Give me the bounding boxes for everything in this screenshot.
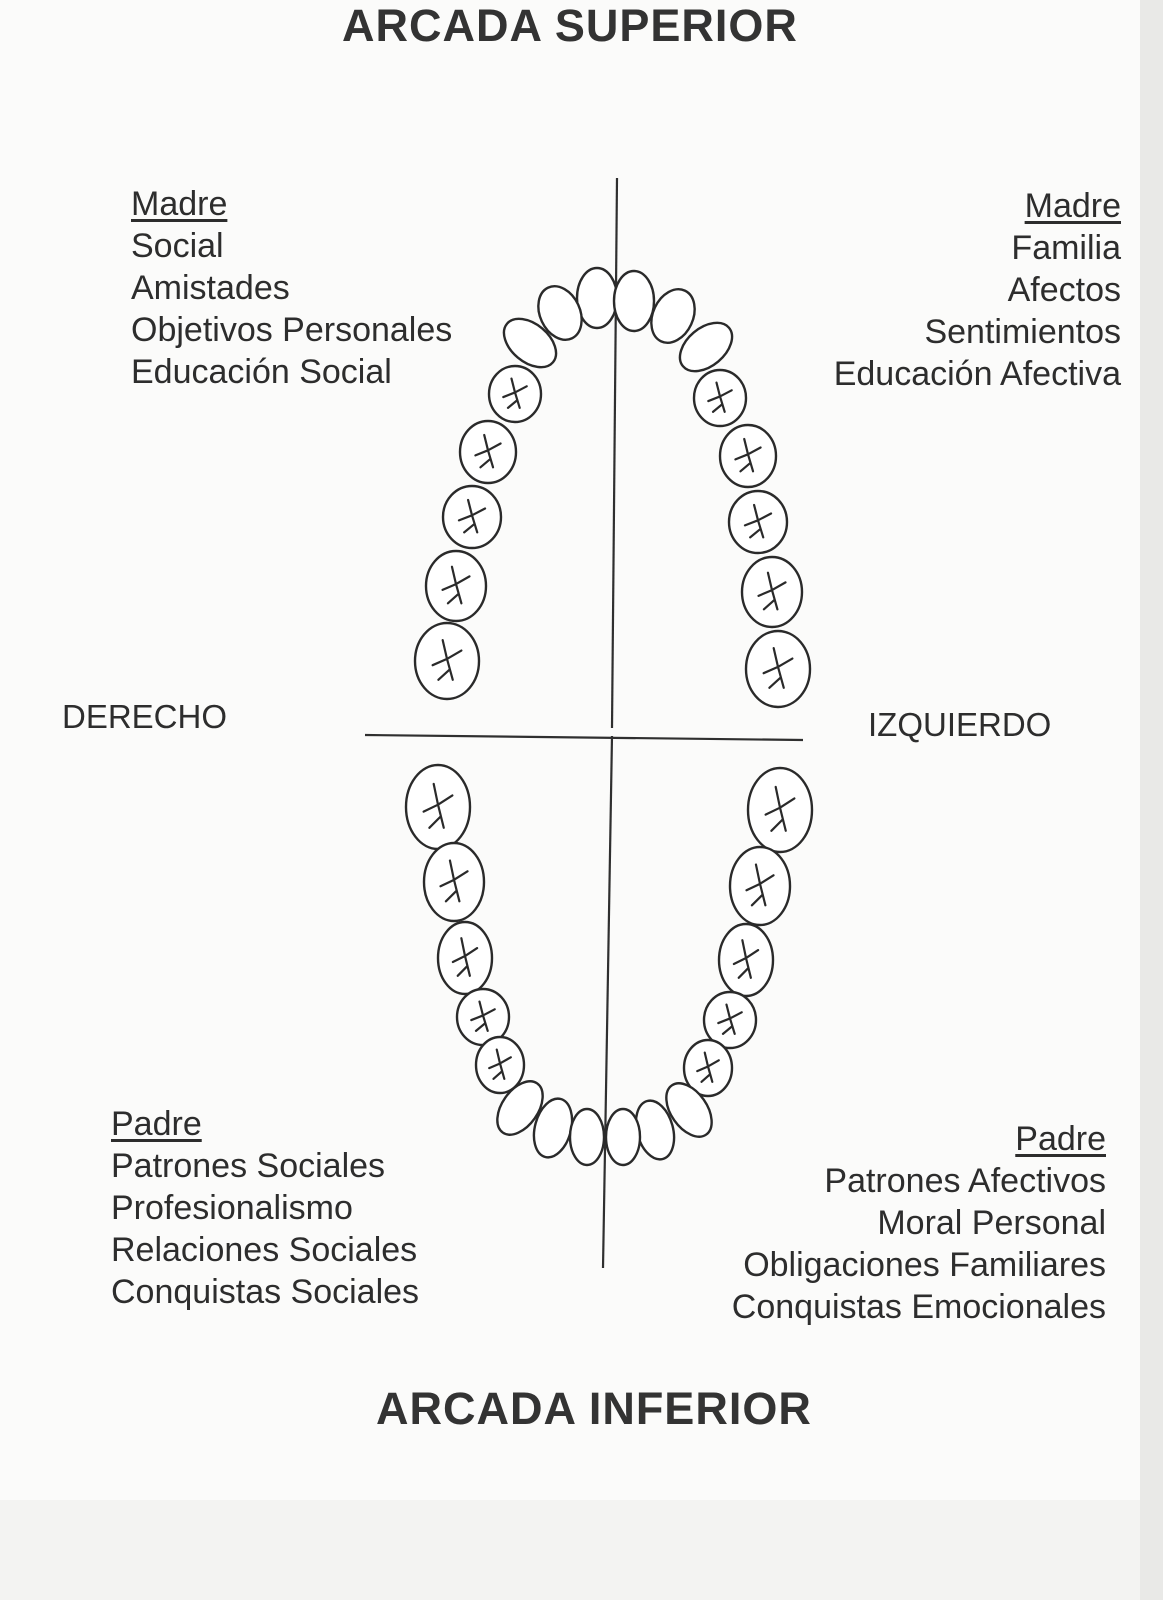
lower-midline bbox=[601, 735, 614, 1269]
molar-tooth bbox=[744, 629, 812, 709]
front-tooth bbox=[612, 269, 656, 333]
quadrant-item: Amistades bbox=[131, 269, 290, 307]
front-tooth bbox=[678, 321, 734, 373]
upper-arch-teeth bbox=[413, 266, 812, 709]
molar-tooth bbox=[441, 484, 503, 550]
front-tooth bbox=[604, 1107, 642, 1167]
quadrant-item: Relaciones Sociales bbox=[111, 1231, 418, 1269]
quadrant-item: Sentimientos bbox=[924, 313, 1121, 351]
molar-tooth bbox=[458, 419, 518, 485]
quadrant-heading: Madre bbox=[1024, 187, 1121, 225]
front-tooth bbox=[537, 285, 583, 341]
quadrant-item: Objetivos Personales bbox=[131, 311, 453, 349]
horizontal-midline bbox=[364, 733, 804, 742]
lower-left-quadrant-text: Padre Patrones Afectivos Moral Personal … bbox=[732, 1118, 1106, 1328]
quadrant-item: Familia bbox=[1011, 229, 1121, 267]
right-side-label: DERECHO bbox=[62, 698, 228, 735]
molar-tooth bbox=[487, 364, 543, 424]
molar-tooth bbox=[717, 922, 775, 998]
lower-arch-title: ARCADA INFERIOR bbox=[376, 1383, 812, 1434]
quadrant-item: Conquistas Sociales bbox=[111, 1273, 420, 1311]
lower-right-quadrant-text: Padre Patrones Sociales Profesionalismo … bbox=[111, 1103, 419, 1313]
front-tooth bbox=[665, 1082, 713, 1138]
quadrant-item: Social bbox=[131, 227, 224, 265]
page-bottom-band bbox=[0, 1500, 1140, 1600]
molar-tooth bbox=[727, 489, 789, 555]
quadrant-item: Patrones Sociales bbox=[111, 1147, 386, 1185]
molar-tooth bbox=[740, 555, 804, 629]
molar-tooth bbox=[702, 990, 758, 1050]
front-tooth bbox=[568, 1107, 606, 1167]
front-tooth bbox=[502, 317, 558, 369]
quadrant-item: Afectos bbox=[1007, 271, 1121, 309]
molar-tooth bbox=[718, 423, 778, 489]
quadrant-item: Profesionalismo bbox=[111, 1189, 353, 1227]
molar-tooth bbox=[413, 621, 481, 701]
molar-tooth bbox=[746, 766, 814, 854]
quadrant-heading: Padre bbox=[1015, 1120, 1106, 1158]
quadrant-item: Patrones Afectivos bbox=[824, 1162, 1106, 1200]
molar-tooth bbox=[422, 841, 486, 923]
lower-arch-teeth bbox=[404, 763, 814, 1167]
quadrant-item: Conquistas Emocionales bbox=[731, 1288, 1106, 1326]
quadrant-heading: Madre bbox=[131, 185, 228, 223]
molar-tooth bbox=[682, 1038, 734, 1098]
quadrant-item: Educación Afectiva bbox=[833, 355, 1121, 393]
molar-tooth bbox=[404, 763, 472, 851]
molar-tooth bbox=[728, 845, 792, 927]
quadrant-heading: Padre bbox=[111, 1105, 202, 1143]
molar-tooth bbox=[436, 920, 494, 996]
front-tooth bbox=[650, 288, 696, 344]
molar-tooth bbox=[474, 1035, 526, 1095]
upper-right-quadrant-text: Madre Social Amistades Objetivos Persona… bbox=[131, 183, 452, 393]
molar-tooth bbox=[692, 368, 748, 428]
page-edge bbox=[1140, 0, 1163, 1600]
quadrant-item: Obligaciones Familiares bbox=[743, 1246, 1106, 1284]
left-side-label: IZQUIERDO bbox=[868, 706, 1052, 743]
front-tooth bbox=[496, 1080, 544, 1136]
upper-midline bbox=[610, 177, 619, 729]
upper-arch-title: ARCADA SUPERIOR bbox=[342, 0, 798, 51]
upper-left-quadrant-text: Madre Familia Afectos Sentimientos Educa… bbox=[834, 185, 1121, 395]
front-tooth bbox=[575, 266, 619, 330]
molar-tooth bbox=[424, 549, 488, 623]
quadrant-item: Moral Personal bbox=[877, 1204, 1106, 1242]
quadrant-item: Educación Social bbox=[131, 353, 392, 391]
